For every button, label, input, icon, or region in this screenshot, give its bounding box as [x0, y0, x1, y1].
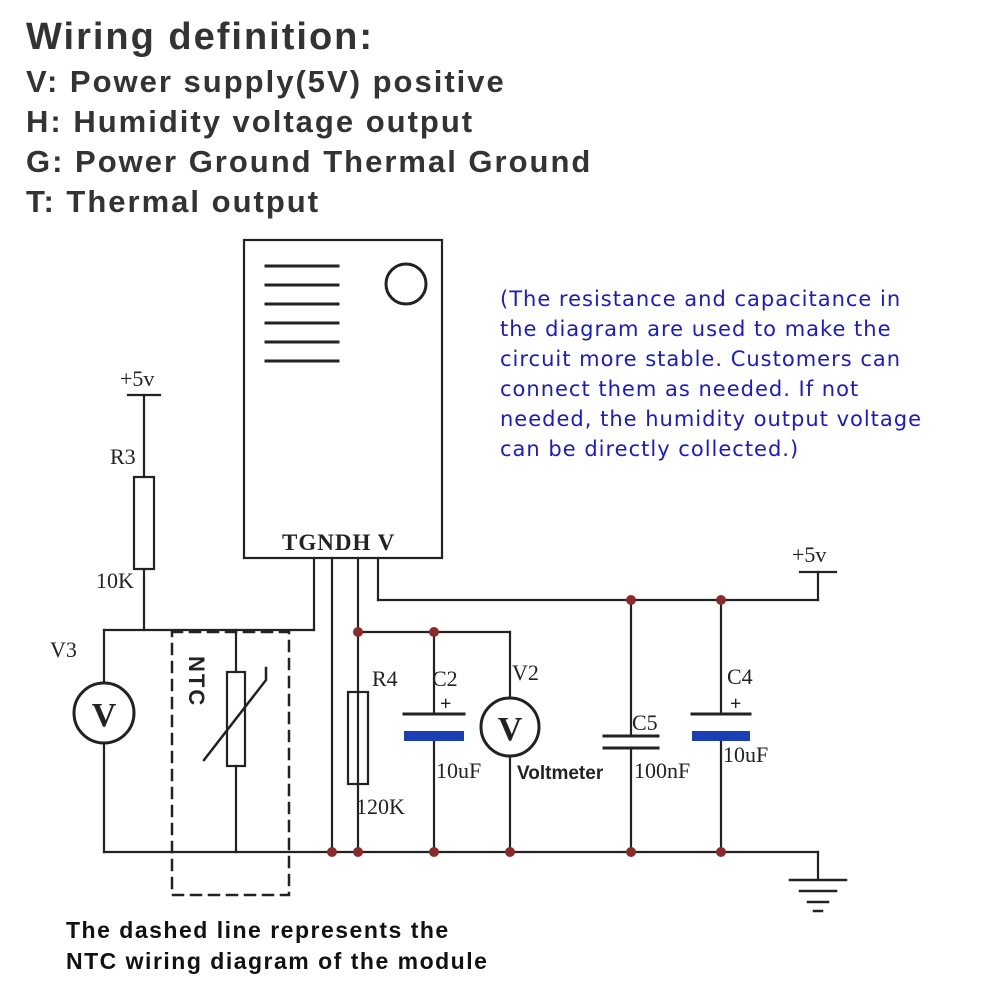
- c5-name-label: C5: [632, 710, 658, 735]
- junction-dot: [429, 627, 439, 637]
- note-line: (The resistance and capacitance in: [500, 287, 902, 311]
- c2-name-label: C2: [432, 666, 458, 691]
- c4-plus-sign: +: [730, 693, 741, 715]
- junction-dot: [353, 627, 363, 637]
- r4-value-label: 120K: [356, 794, 405, 819]
- c5-value-label: 100nF: [634, 758, 690, 783]
- c4-value-label: 10uF: [723, 742, 768, 767]
- definition-v: V: Power supply(5V) positive: [26, 64, 506, 99]
- right-supply-label: +5v: [792, 542, 826, 567]
- r3-name-label: R3: [110, 444, 136, 469]
- definition-t: T: Thermal output: [26, 184, 321, 219]
- v2-voltmeter-label: Voltmeter: [517, 763, 604, 784]
- junction-dot: [327, 847, 337, 857]
- r3-value-label: 10K: [96, 568, 134, 593]
- definition-g: G: Power Ground Thermal Ground: [26, 144, 593, 179]
- r4-name-label: R4: [372, 666, 398, 691]
- note-line: needed, the humidity output voltage: [500, 407, 923, 431]
- junction-dot: [626, 847, 636, 857]
- caption-line: The dashed line represents the: [66, 917, 450, 943]
- sensor-grille: [264, 264, 340, 363]
- note-line: the diagram are used to make the: [500, 317, 892, 341]
- v3-name-label: V3: [50, 637, 77, 662]
- v2-voltmeter-glyph: V: [498, 711, 523, 748]
- r4-resistor: [346, 690, 370, 786]
- junction-dots: [327, 595, 726, 857]
- junction-dot: [716, 847, 726, 857]
- dashed-line-caption: The dashed line represents the NTC wirin…: [66, 915, 488, 977]
- c2-negative-plate: [404, 731, 464, 741]
- definition-h: H: Humidity voltage output: [26, 104, 475, 139]
- junction-dot: [716, 595, 726, 605]
- ntc-variable-arrow: [202, 666, 268, 762]
- v3-voltmeter-glyph: V: [92, 697, 117, 734]
- junction-dot: [505, 847, 515, 857]
- wiring-definition-title: Wiring definition:: [26, 16, 375, 58]
- left-supply-label: +5v: [120, 366, 154, 391]
- junction-dot: [429, 847, 439, 857]
- ntc-dashed-boundary: [170, 630, 291, 897]
- c4-negative-plate: [692, 731, 750, 741]
- module-pin-labels: TGNDH V: [282, 530, 395, 555]
- junction-dot: [626, 595, 636, 605]
- note-line: can be directly collected.): [500, 437, 800, 461]
- v2-name-label: V2: [512, 660, 539, 685]
- caption-line: NTC wiring diagram of the module: [66, 948, 489, 974]
- stability-note: (The resistance and capacitance in the d…: [500, 284, 970, 464]
- r3-resistor: [132, 475, 156, 571]
- ntc-label: NTC: [184, 656, 209, 707]
- note-line: circuit more stable. Customers can: [500, 347, 902, 371]
- wiring-definition-header: Wiring definition: V: Power supply(5V) p…: [26, 12, 592, 222]
- sensor-mounting-hole: [384, 262, 428, 306]
- sensor-module: [242, 238, 444, 560]
- note-line: connect them as needed. If not: [500, 377, 860, 401]
- c4-name-label: C4: [727, 664, 753, 689]
- c2-plus-sign: +: [440, 693, 451, 715]
- junction-dot: [353, 847, 363, 857]
- c2-value-label: 10uF: [436, 758, 481, 783]
